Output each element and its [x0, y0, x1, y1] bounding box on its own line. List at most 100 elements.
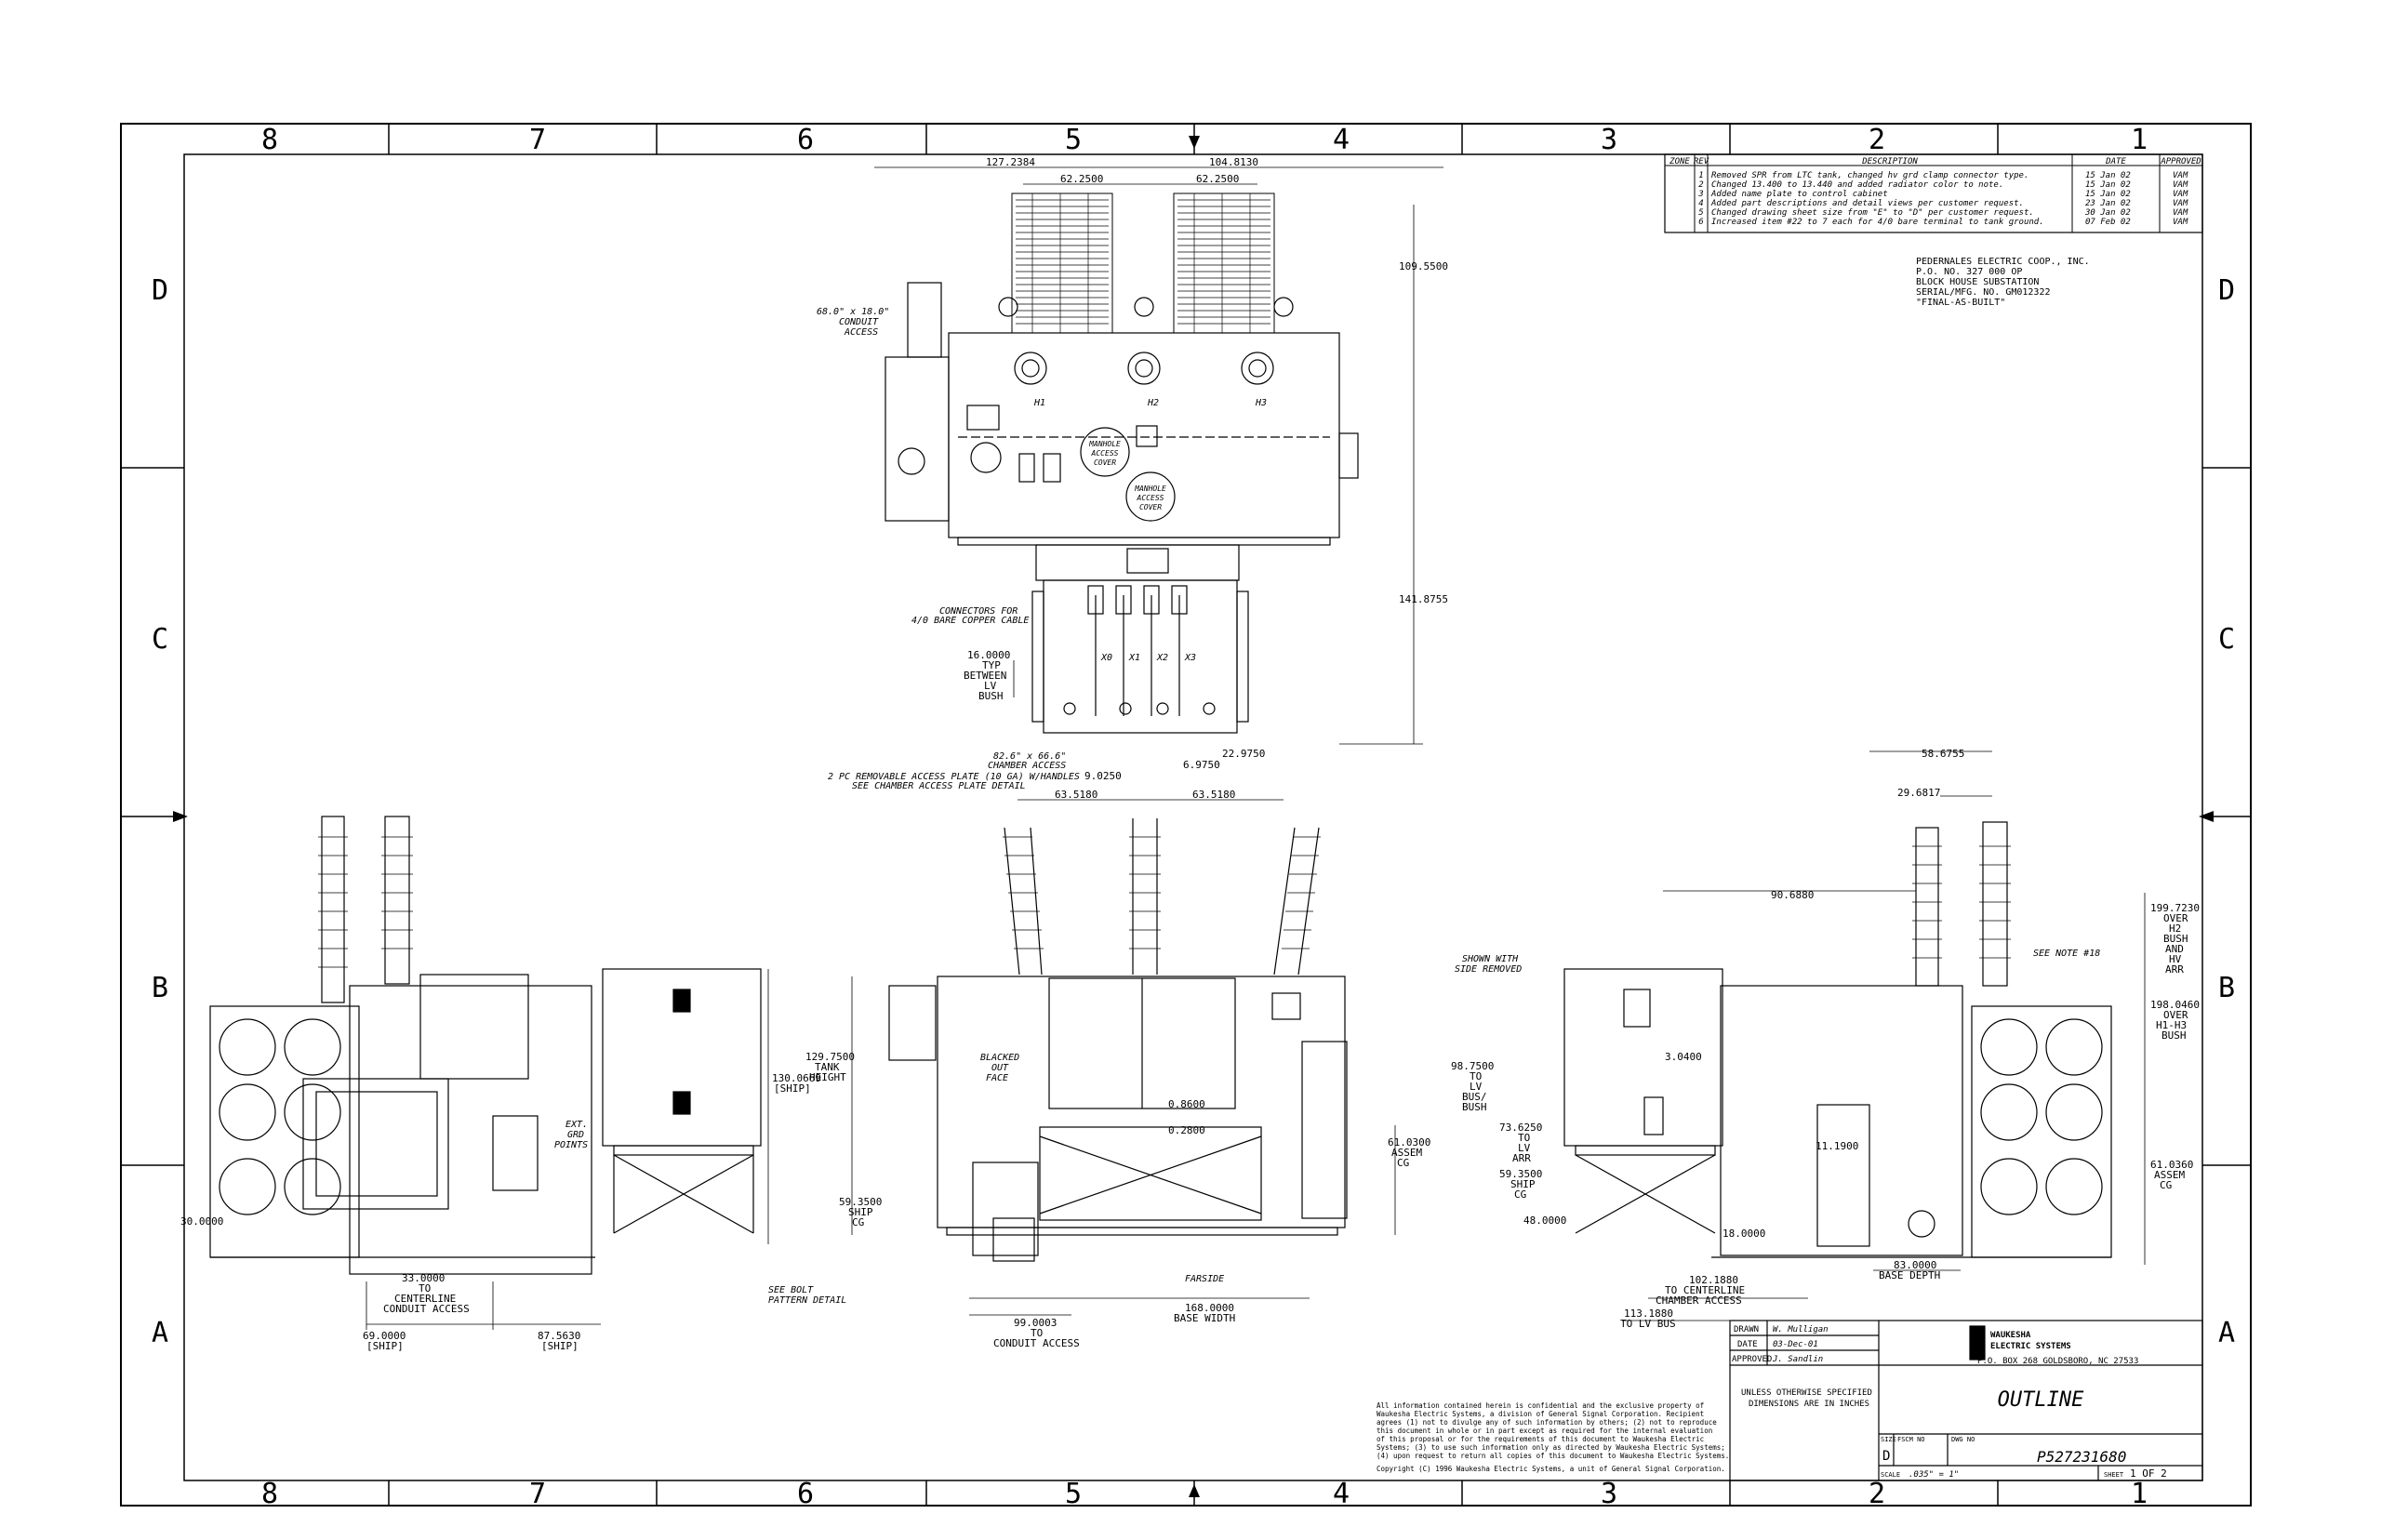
dim-chamber-access-2: TO CENTERLINE [1665, 1284, 1745, 1296]
zone-col-5-bottom: 5 [1065, 1478, 1082, 1510]
zone-row-d-right: D [2218, 274, 2235, 307]
rev-row-date: 30 Jan 02 [2084, 208, 2131, 218]
copyright-line: Copyright (C) 1996 Waukesha Electric Sys… [1377, 1465, 1725, 1473]
dim-48-0000: 48.0000 [1523, 1215, 1566, 1227]
left-view-dimensions: 130.0669 [SHIP] 30.0000 33.0000 TO CENTE… [180, 1072, 821, 1352]
dim-87-5630-ship: [SHIP] [541, 1340, 579, 1352]
rev-row-date: 15 Jan 02 [2085, 190, 2131, 199]
dim-30-0000: 30.0000 [180, 1215, 223, 1228]
dim-lv-arr-2: TO [1518, 1132, 1530, 1144]
customer-line: BLOCK HOUSE SUBSTATION [1916, 277, 2039, 287]
dim-9-0250: 9.0250 [1084, 770, 1122, 782]
confidential-line: of this proposal or for the requirements… [1377, 1435, 1704, 1443]
customer-info: PEDERNALES ELECTRIC COOP., INC. P.O. NO.… [1916, 257, 2090, 308]
rev-row-rev: 6 [1698, 218, 1703, 227]
dim-assem-cg-3: CG [2160, 1179, 2172, 1191]
scale-value: .035" = 1" [1909, 1470, 1959, 1480]
zone-col-8: 8 [261, 124, 278, 156]
dim-62-2500-right: 62.2500 [1196, 173, 1239, 185]
sheet-label: SHEET [2104, 1471, 2124, 1479]
right-view-dimensions: 58.6755 29.6817 90.6880 199.7230 OVER H2… [1451, 748, 2200, 1330]
dim-62-2500-left: 62.2500 [1060, 173, 1103, 185]
confidential-line: Systems; (3) to use such information onl… [1377, 1443, 1725, 1452]
top-view [885, 192, 1359, 734]
right-view-labels: SHOWN WITH SIDE REMOVED SEE NOTE #18 [1455, 949, 2100, 975]
front-view-dimensions: 63.5180 63.5180 129.7500 TANK HEIGHT 59.… [805, 789, 1430, 1349]
rev-row-description: Changed 13.400 to 13.440 and added radia… [1711, 180, 2003, 190]
rev-row-rev: 2 [1698, 180, 1703, 190]
zone-row-a-left: A [152, 1317, 168, 1349]
dim-hv-over-h2-4: BUSH [2163, 933, 2188, 945]
conduit-label-2: CONDUIT [839, 317, 879, 327]
zone-col-7-bottom: 7 [529, 1478, 546, 1510]
zone-col-2-bottom: 2 [1869, 1478, 1885, 1510]
ext-grd-label-2: GRD [567, 1130, 584, 1140]
bolt-pattern-label-2: PATTERN DETAIL [768, 1295, 846, 1306]
bushing-h2-label: H2 [1147, 398, 1159, 408]
rev-header-date: DATE [2105, 157, 2126, 166]
zone-row-c-right: C [2218, 623, 2235, 656]
scale-label: SCALE [1881, 1471, 1900, 1479]
dim-3-0400: 3.0400 [1665, 1051, 1702, 1063]
dim-chamber-access-3: CHAMBER ACCESS [1656, 1294, 1742, 1307]
fscm-label: FSCM NO [1897, 1436, 1925, 1443]
dim-conduit-access-2: TO [1031, 1327, 1043, 1339]
lv-x0-label: X0 [1100, 653, 1112, 663]
center-arrows [173, 136, 2214, 1497]
top-view-labels: 68.0" x 18.0" CONDUIT ACCESS H1 H2 H3 MA… [817, 307, 1267, 791]
dim-assem-cg-2: ASSEM [1391, 1147, 1422, 1159]
dim-29-6817: 29.6817 [1897, 787, 1940, 799]
dim-63-5180-left: 63.5180 [1055, 789, 1097, 801]
dim-assem-cg: 61.0300 [1388, 1136, 1430, 1148]
date-label: DATE [1737, 1340, 1758, 1349]
dim-hv-over-h2-6: HV [2169, 953, 2182, 965]
zone-ticks [121, 124, 2251, 1506]
rev-header-description: DESCRIPTION [1861, 157, 1918, 166]
zone-col-7: 7 [529, 124, 546, 156]
top-view-dimension-lines [874, 166, 1443, 745]
bushing-h1-label: H1 [1033, 398, 1045, 408]
lv-x2-label: X2 [1156, 653, 1168, 663]
dim-ship-cg-2: SHIP [848, 1206, 873, 1218]
manhole-label: COVER [1094, 458, 1116, 467]
shown-with-side-label-2: SIDE REMOVED [1455, 964, 1522, 975]
dim-hv-over-h2-3: H2 [2169, 923, 2181, 935]
customer-line: P.O. NO. 327 000 OP [1916, 267, 2022, 277]
conduit-label-3: ACCESS [844, 327, 878, 338]
zone-column-labels-top: 8 7 6 5 4 3 2 1 [261, 124, 2148, 156]
zone-col-4: 4 [1333, 124, 1350, 156]
dim-ship-cg-2: SHIP [1510, 1178, 1536, 1190]
customer-line: "FINAL-AS-BUILT" [1916, 298, 2005, 308]
confidential-line: agrees (1) not to divulge any of such in… [1377, 1418, 1717, 1427]
zone-col-2: 2 [1869, 124, 1885, 156]
rev-row-description: Increased item #22 to 7 each for 4/0 bar… [1711, 218, 2044, 227]
dim-109-5500: 109.5500 [1399, 260, 1448, 272]
dim-tank-height: 129.7500 [805, 1051, 855, 1063]
sheet-value: 1 OF 2 [2130, 1467, 2167, 1480]
dim-lv-spacing-lv: LV [984, 680, 997, 692]
dim-ship-cg: 59.3500 [1499, 1168, 1542, 1180]
dim-18-0000: 18.0000 [1723, 1228, 1765, 1240]
dim-0-2800: 0.2800 [1168, 1124, 1205, 1136]
rev-row-date: 15 Jan 02 [2085, 180, 2131, 190]
dim-22-9750: 22.9750 [1222, 748, 1265, 760]
access-plate-label-2: SEE CHAMBER ACCESS PLATE DETAIL [852, 781, 1026, 791]
dim-base-width-2: BASE WIDTH [1174, 1312, 1235, 1324]
rev-row-date: 15 Jan 02 [2085, 171, 2131, 180]
dim-assem-cg-3: CG [1397, 1157, 1409, 1169]
dim-hv-over-h2-7: ARR [2165, 963, 2184, 976]
dim-assem-cg-2: ASSEM [2154, 1169, 2185, 1181]
company-name: WAUKESHA [1990, 1331, 2031, 1340]
dim-lv-spacing: 16.0000 [967, 649, 1010, 661]
dim-87-5630: 87.5630 [538, 1330, 580, 1342]
confidential-line: All information contained herein is conf… [1377, 1401, 1704, 1410]
radiator-fins [1016, 193, 1270, 333]
rev-row-approved: VAM [2173, 218, 2188, 227]
zone-row-c-left: C [152, 623, 168, 656]
dim-69-0000: 69.0000 [363, 1330, 406, 1342]
date-value: 03-Dec-01 [1773, 1340, 1818, 1349]
access-plate-label: 2 PC REMOVABLE ACCESS PLATE (10 GA) W/HA… [828, 772, 1080, 782]
top-view-dimensions: 127.2384 104.8130 62.2500 62.2500 109.55… [964, 156, 1448, 782]
rev-row-rev: 1 [1698, 171, 1703, 180]
